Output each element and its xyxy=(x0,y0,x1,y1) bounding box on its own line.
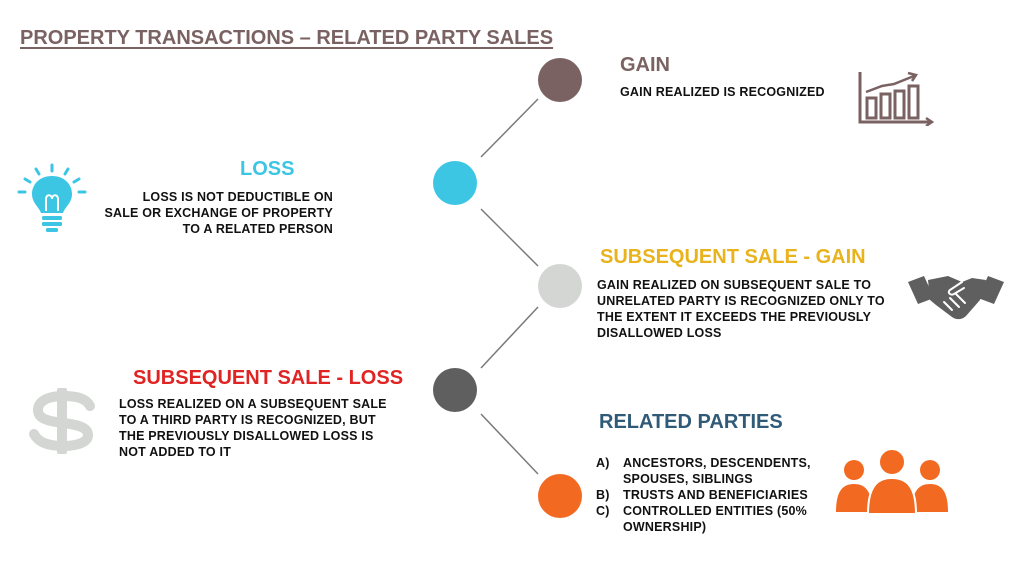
connector-subloss-related xyxy=(480,413,539,475)
related-party-item: B) TRUSTS AND BENEFICIARIES xyxy=(596,487,811,503)
subsequent-gain-text-line: UNRELATED PARTY IS RECOGNIZED ONLY TO xyxy=(597,294,885,308)
related-parties-node xyxy=(538,474,582,518)
subsequent-loss-text: LOSS REALIZED ON A SUBSEQUENT SALE TO A … xyxy=(119,396,387,460)
loss-text-line: SALE OR EXCHANGE OF PROPERTY xyxy=(104,206,333,220)
list-marker: B) xyxy=(596,488,610,502)
handshake-icon xyxy=(908,276,1004,320)
related-parties-heading: RELATED PARTIES xyxy=(599,411,783,433)
subsequent-gain-heading: SUBSEQUENT SALE - GAIN xyxy=(600,246,866,268)
page-title: PROPERTY TRANSACTIONS – RELATED PARTY SA… xyxy=(20,27,554,49)
gain-text: GAIN REALIZED IS RECOGNIZED xyxy=(620,85,825,99)
loss-heading: LOSS xyxy=(240,158,295,180)
loss-node xyxy=(433,161,477,205)
subsequent-loss-text-line: LOSS REALIZED ON A SUBSEQUENT SALE xyxy=(119,397,387,411)
connector-loss-subgain xyxy=(480,208,539,267)
gain-heading: GAIN xyxy=(620,54,670,76)
loss-text: LOSS IS NOT DEDUCTIBLE ON SALE OR EXCHAN… xyxy=(100,189,333,237)
related-party-line: OWNERSHIP) xyxy=(623,520,707,534)
subsequent-gain-text-line: THE EXTENT IT EXCEEDS THE PREVIOUSLY xyxy=(597,310,872,324)
subsequent-gain-text: GAIN REALIZED ON SUBSEQUENT SALE TO UNRE… xyxy=(597,277,885,341)
loss-text-line: TO A RELATED PERSON xyxy=(182,222,333,236)
list-marker: A) xyxy=(596,456,610,470)
list-marker: C) xyxy=(596,504,610,518)
related-party-item: C) CONTROLLED ENTITIES (50% OWNERSHIP) xyxy=(596,503,811,535)
connector-gain-loss xyxy=(480,98,539,158)
subsequent-loss-text-line: NOT ADDED TO IT xyxy=(119,445,232,459)
connector-subgain-subloss xyxy=(480,306,539,369)
related-party-item: A) ANCESTORS, DESCENDENTS, SPOUSES, SIBL… xyxy=(596,455,811,487)
lightbulb-icon xyxy=(17,163,87,232)
dollar-sign-icon xyxy=(29,388,95,454)
subsequent-loss-heading: SUBSEQUENT SALE - LOSS xyxy=(133,367,404,389)
bar-chart-growth-icon xyxy=(858,71,934,126)
subsequent-gain-text-line: DISALLOWED LOSS xyxy=(597,326,722,340)
subsequent-loss-text-line: THE PREVIOUSLY DISALLOWED LOSS IS xyxy=(119,429,374,443)
related-parties-list: A) ANCESTORS, DESCENDENTS, SPOUSES, SIBL… xyxy=(596,455,811,535)
related-party-line: CONTROLLED ENTITIES (50% xyxy=(623,504,807,518)
related-party-line: ANCESTORS, DESCENDENTS, xyxy=(623,456,811,470)
people-group-icon xyxy=(836,448,948,515)
subsequent-gain-text-line: GAIN REALIZED ON SUBSEQUENT SALE TO xyxy=(597,278,872,292)
related-party-line: SPOUSES, SIBLINGS xyxy=(623,472,753,486)
subsequent-gain-node xyxy=(538,264,582,308)
subsequent-loss-text-line: TO A THIRD PARTY IS RECOGNIZED, BUT xyxy=(119,413,376,427)
gain-node xyxy=(538,58,582,102)
loss-text-line: LOSS IS NOT DEDUCTIBLE ON xyxy=(142,190,333,204)
related-party-line: TRUSTS AND BENEFICIARIES xyxy=(623,488,808,502)
subsequent-loss-node xyxy=(433,368,477,412)
